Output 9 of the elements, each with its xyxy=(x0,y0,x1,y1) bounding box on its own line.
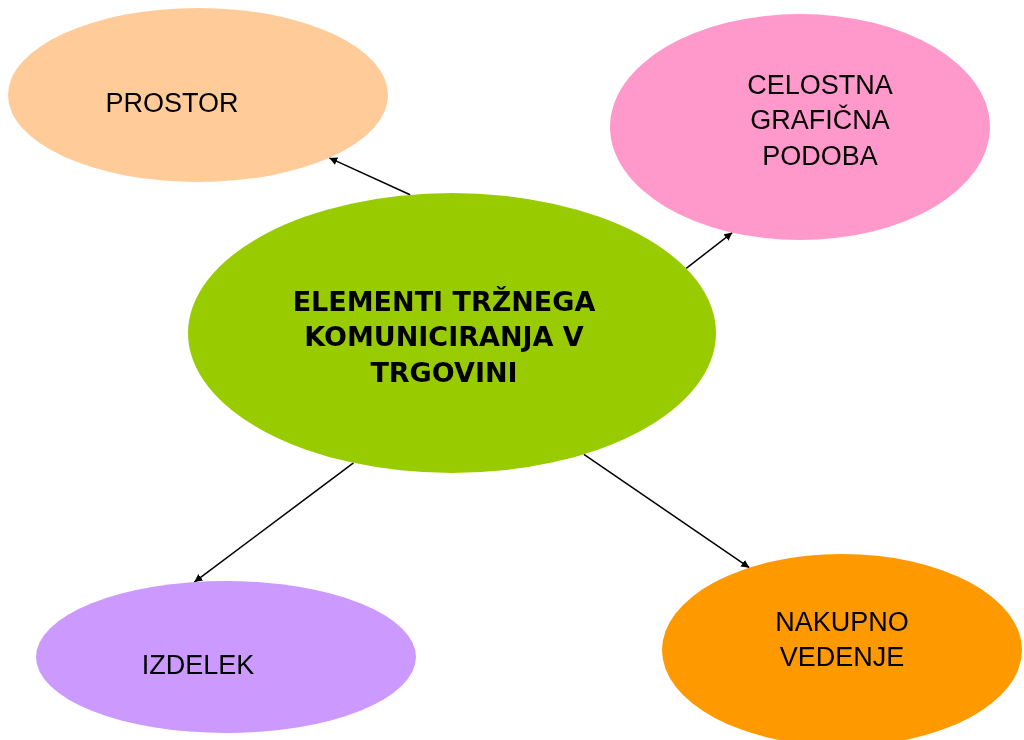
topic-label: ELEMENTI TRŽNEGA KOMUNICIRANJA V TRGOVINI xyxy=(291,285,597,390)
arrow xyxy=(193,462,355,583)
element-label: CELOSTNA GRAFIČNA PODOBA xyxy=(746,69,894,173)
element-label: NAKUPNO VEDENJE xyxy=(774,605,910,674)
arrow xyxy=(583,453,751,569)
element-label: IZDELEK xyxy=(140,648,256,682)
arrow xyxy=(328,157,411,196)
arrow xyxy=(685,231,734,270)
element-label: PROSTOR xyxy=(104,86,240,120)
